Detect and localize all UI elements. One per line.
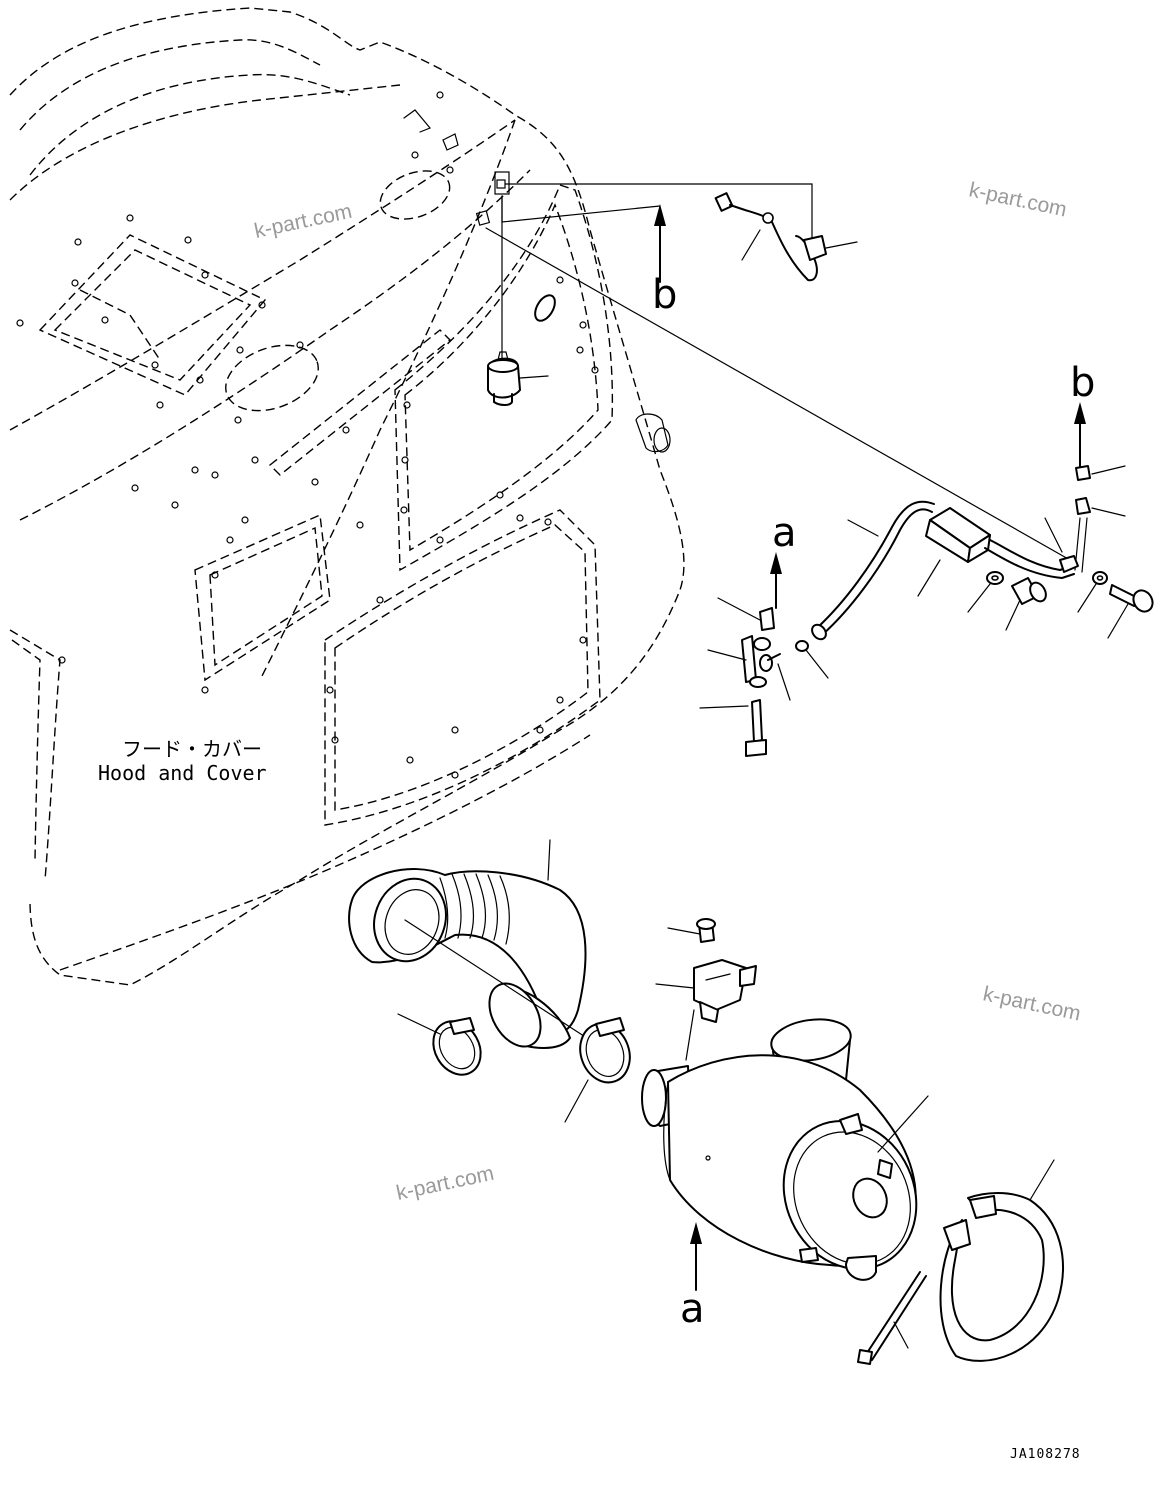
ref-arrow-b-right xyxy=(1074,402,1086,467)
mounting-band xyxy=(939,1159,1064,1362)
hood-label-jp: フード・カバー xyxy=(122,737,262,761)
watermark: k-part.com xyxy=(394,1162,496,1205)
hood-and-cover xyxy=(9,7,685,986)
ref-arrow-a-bottom xyxy=(690,1222,702,1291)
watermark: k-part.com xyxy=(967,178,1069,221)
ref-arrow-b-top xyxy=(654,204,666,283)
air-flow-sensor xyxy=(655,959,757,1061)
band-bolt xyxy=(857,1271,927,1365)
sensor-bolt xyxy=(667,918,716,943)
nut-icon xyxy=(759,607,775,631)
hose-clamp-left xyxy=(397,1013,482,1076)
ref-label-a-bottom: a xyxy=(680,1286,705,1332)
ref-arrow-a-top xyxy=(770,552,782,609)
air-intake-hose xyxy=(348,839,591,1049)
ref-label-b-top: b xyxy=(652,272,677,318)
bolt-icon xyxy=(1011,577,1047,605)
hose-clamp-right xyxy=(564,1017,631,1123)
sensor-body-icon xyxy=(487,351,521,406)
hood-bolt-holes xyxy=(16,91,599,779)
pressure-sensor-assembly xyxy=(485,171,1071,561)
ground-terminal-assembly xyxy=(699,597,829,757)
heater-harness-assembly xyxy=(811,465,1154,641)
bolt-icon xyxy=(1109,584,1154,613)
bolt-icon xyxy=(745,699,767,757)
watermark: k-part.com xyxy=(981,982,1083,1025)
connector-block-icon xyxy=(494,171,510,195)
drawing-code: JA108278 xyxy=(1010,1447,1081,1462)
resistor-box-icon xyxy=(925,507,991,563)
sensor-harness-icon xyxy=(714,192,827,282)
hood-label-en: Hood and Cover xyxy=(98,761,267,785)
ref-label-b-right: b xyxy=(1070,360,1095,406)
ref-label-a-top: a xyxy=(772,510,797,556)
air-cleaner-body xyxy=(641,1018,929,1281)
dust-indicator-icon xyxy=(852,1177,888,1219)
